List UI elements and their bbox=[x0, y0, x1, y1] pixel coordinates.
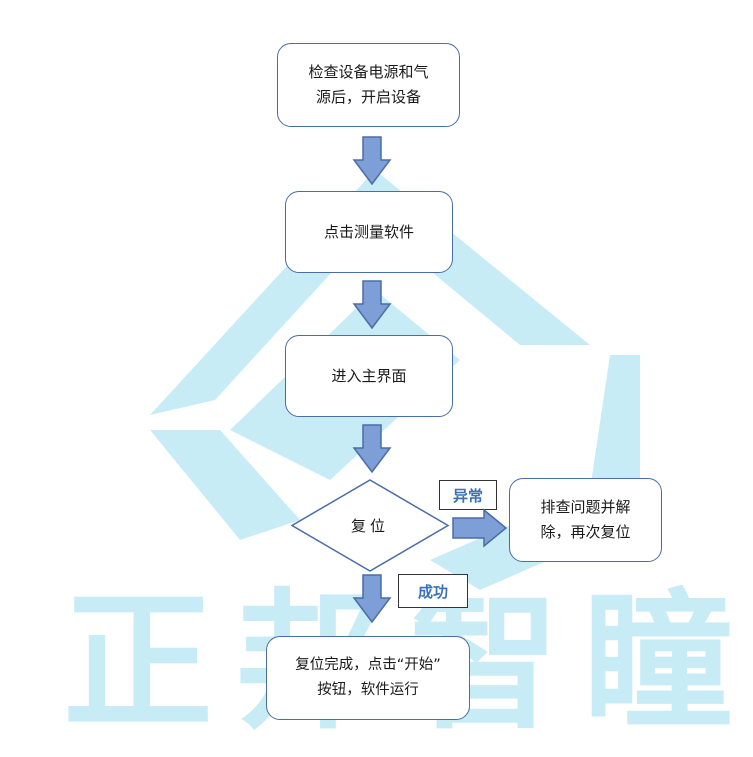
arrow-down-2 bbox=[352, 280, 392, 330]
step-reset-complete-line-1: 复位完成，点击“开始” bbox=[295, 657, 441, 673]
step-open-software-label: 点击测量软件 bbox=[323, 222, 414, 241]
step-main-interface: 进入主界面 bbox=[285, 335, 453, 417]
step-reset-complete: 复位完成，点击“开始” 按钮，软件运行 bbox=[266, 636, 470, 720]
arrow-down-1 bbox=[352, 136, 392, 186]
step-check-power-line-2: 源后，开启设备 bbox=[315, 88, 421, 106]
step-check-power: 检查设备电源和气 源后，开启设备 bbox=[277, 43, 460, 127]
step-troubleshoot: 排查问题并解 除，再次复位 bbox=[509, 478, 662, 562]
step-main-interface-label: 进入主界面 bbox=[331, 366, 407, 385]
step-open-software: 点击测量软件 bbox=[285, 191, 453, 273]
watermark-char-1: 正 bbox=[62, 576, 213, 750]
arrow-right bbox=[452, 508, 508, 548]
step-troubleshoot-line-1: 排查问题并解 bbox=[540, 498, 631, 516]
decision-diamond-shape bbox=[290, 479, 450, 572]
watermark-logo-left bbox=[150, 430, 300, 540]
step-check-power-line-1: 检查设备电源和气 bbox=[308, 63, 429, 81]
step-reset-complete-line-2: 按钮，软件运行 bbox=[317, 682, 419, 698]
watermark-char-4: 瞳 bbox=[582, 576, 733, 750]
abnormal-tag: 异常 bbox=[439, 480, 497, 510]
step-troubleshoot-line-2: 除，再次复位 bbox=[540, 523, 631, 541]
decision-reset: 复位 bbox=[290, 478, 450, 573]
decision-reset-label: 复位 bbox=[350, 517, 389, 535]
arrow-down-3 bbox=[352, 424, 392, 474]
arrow-down-4 bbox=[352, 574, 392, 624]
success-tag: 成功 bbox=[398, 574, 468, 608]
